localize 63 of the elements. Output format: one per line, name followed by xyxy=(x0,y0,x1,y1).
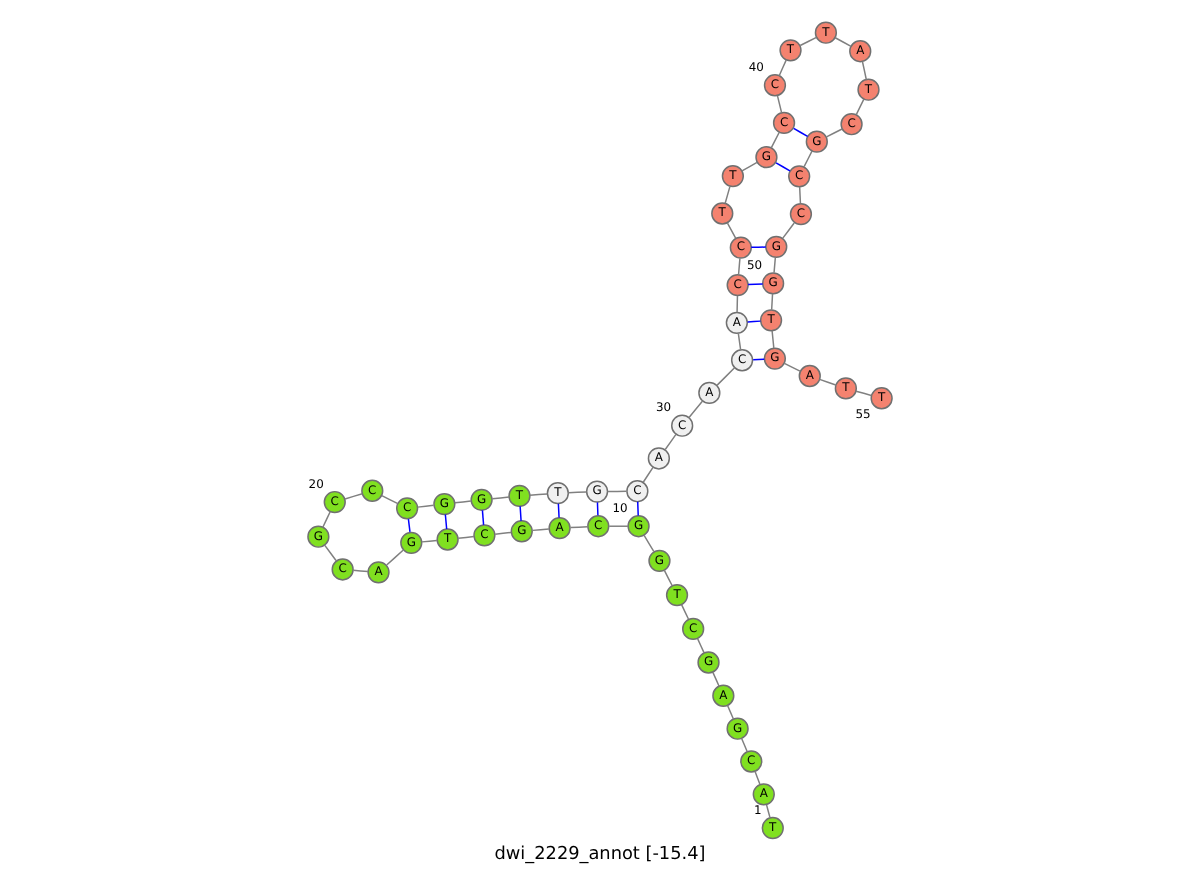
connector xyxy=(737,257,741,276)
connector xyxy=(421,539,438,543)
connector xyxy=(770,293,774,311)
connector xyxy=(726,222,737,239)
connector xyxy=(754,770,761,785)
connector xyxy=(643,534,655,553)
connector xyxy=(724,185,731,205)
connector xyxy=(799,36,818,47)
connector xyxy=(688,400,704,419)
connector xyxy=(737,332,742,351)
connector xyxy=(416,504,435,508)
connector xyxy=(716,367,736,387)
connector xyxy=(608,525,629,527)
connector xyxy=(834,37,852,47)
connector xyxy=(519,505,522,522)
connector xyxy=(444,513,448,530)
connector xyxy=(825,128,843,138)
connector xyxy=(557,503,560,519)
connector xyxy=(567,491,588,494)
connector xyxy=(457,535,475,540)
connector xyxy=(855,390,873,397)
connector xyxy=(740,737,748,753)
connector xyxy=(344,493,364,500)
connector xyxy=(818,378,837,386)
connector xyxy=(642,466,654,483)
connector xyxy=(775,162,791,172)
connector xyxy=(324,544,337,562)
connector xyxy=(798,186,802,204)
connector xyxy=(783,362,801,372)
connector xyxy=(773,256,777,274)
connector xyxy=(776,95,783,114)
connector xyxy=(454,500,472,504)
connector xyxy=(481,509,485,526)
connector xyxy=(778,59,787,77)
connector xyxy=(736,295,739,313)
connector xyxy=(385,549,404,566)
connector xyxy=(663,569,673,587)
connector xyxy=(747,283,764,286)
connector xyxy=(569,526,589,529)
connector xyxy=(606,490,628,493)
connector xyxy=(792,127,809,138)
connector xyxy=(494,531,512,535)
connector xyxy=(765,804,771,819)
connector xyxy=(803,150,813,168)
connector xyxy=(741,161,758,172)
connector xyxy=(726,704,735,720)
connector xyxy=(712,671,720,687)
connector xyxy=(782,222,795,239)
connector xyxy=(352,569,369,573)
connector xyxy=(696,638,705,654)
connector xyxy=(771,330,775,349)
connector xyxy=(529,493,548,496)
connector xyxy=(322,511,331,528)
connector xyxy=(861,61,868,81)
diagram-title: dwi_2229_annot [-15.4] xyxy=(494,844,706,865)
connector xyxy=(855,98,865,116)
connector xyxy=(531,528,550,532)
connector xyxy=(491,496,510,500)
connector xyxy=(750,246,767,249)
connector xyxy=(637,501,639,517)
connector xyxy=(664,433,677,451)
connector xyxy=(680,603,690,620)
connector xyxy=(407,518,411,533)
